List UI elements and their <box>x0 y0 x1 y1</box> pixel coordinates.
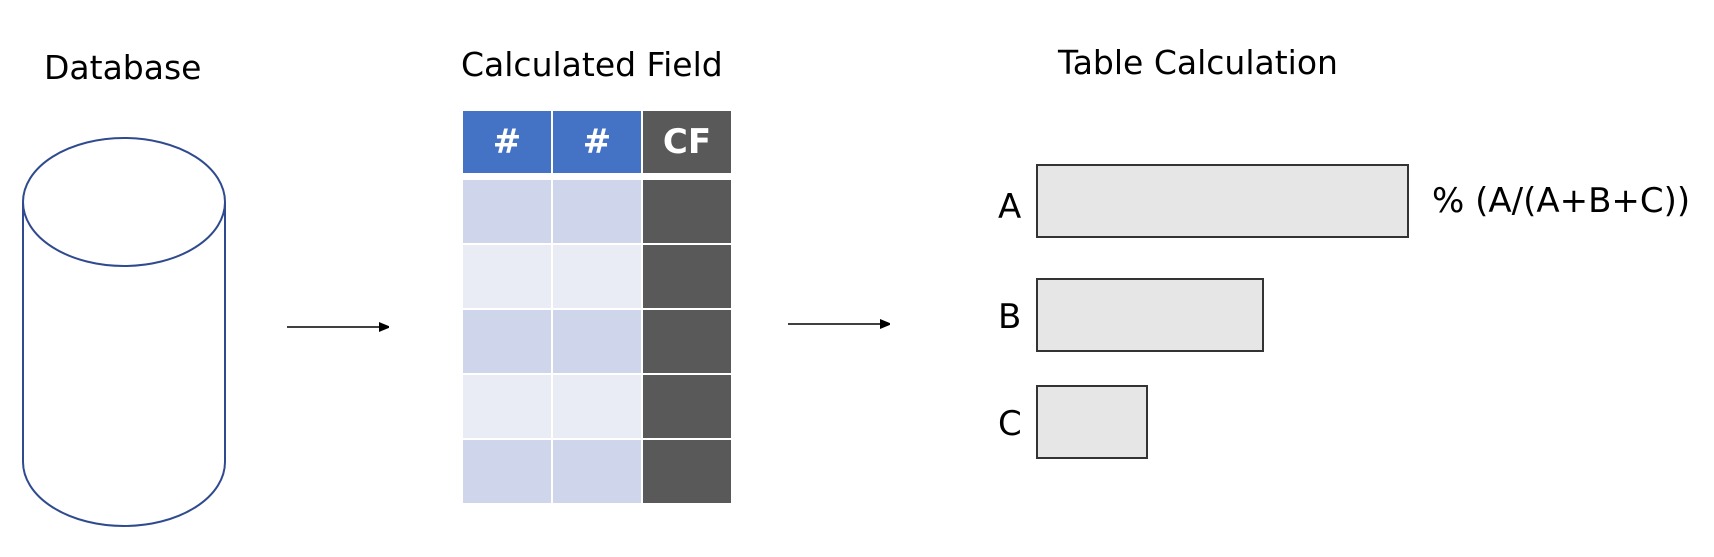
bar-label-a: A <box>998 187 1022 227</box>
table-cell <box>463 180 551 243</box>
table-cell-cf <box>643 440 731 503</box>
bar-b <box>1036 278 1264 352</box>
header-cell-number: # <box>553 111 641 173</box>
table-cell <box>463 245 551 308</box>
table-cell <box>463 440 551 503</box>
table-cell <box>553 440 641 503</box>
calculated-field-title: Calculated Field <box>461 45 723 84</box>
percent-formula: % (A/(A+B+C)) <box>1432 181 1691 221</box>
bar-c <box>1036 385 1148 459</box>
bar-label-c: C <box>998 404 1022 444</box>
bar-a <box>1036 164 1409 238</box>
bar-label-b: B <box>998 297 1022 337</box>
header-cell-number: # <box>463 111 551 173</box>
table-cell <box>553 310 641 373</box>
table-cell-cf <box>643 245 731 308</box>
database-title: Database <box>44 48 202 87</box>
table-cell <box>553 245 641 308</box>
table-cell <box>463 375 551 438</box>
table-cell-cf <box>643 310 731 373</box>
table-cell <box>553 375 641 438</box>
table-cell-cf <box>643 180 731 243</box>
table-calculation-title: Table Calculation <box>1058 43 1338 82</box>
table-cell <box>463 310 551 373</box>
table-cell-cf <box>643 375 731 438</box>
table-cell <box>553 180 641 243</box>
database-cylinder-icon <box>22 137 226 527</box>
header-cell-cf: CF <box>643 111 731 173</box>
